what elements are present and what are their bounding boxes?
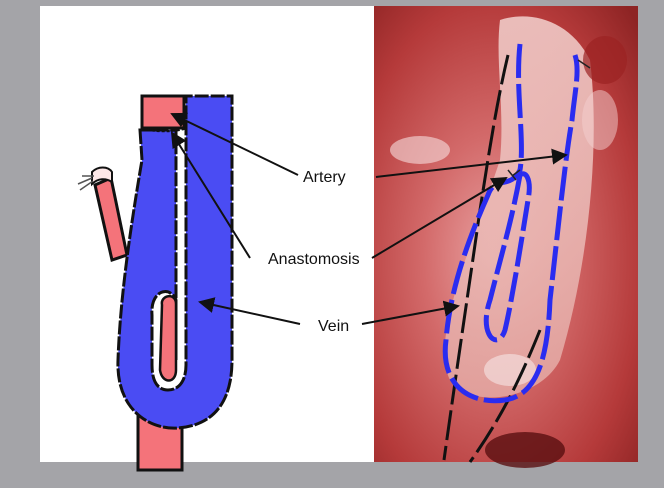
highlight (390, 136, 450, 164)
vein-label: Vein (318, 318, 349, 335)
upper-artery (142, 96, 184, 128)
artery-label: Artery (303, 169, 346, 186)
blood-pool (485, 432, 565, 468)
anastomosis-label: Anastomosis (268, 251, 360, 268)
highlight (582, 90, 618, 150)
dark-vessel (583, 36, 627, 84)
highlight (484, 354, 536, 386)
surgical-photo (374, 6, 638, 468)
inner-artery-limb (160, 296, 176, 380)
